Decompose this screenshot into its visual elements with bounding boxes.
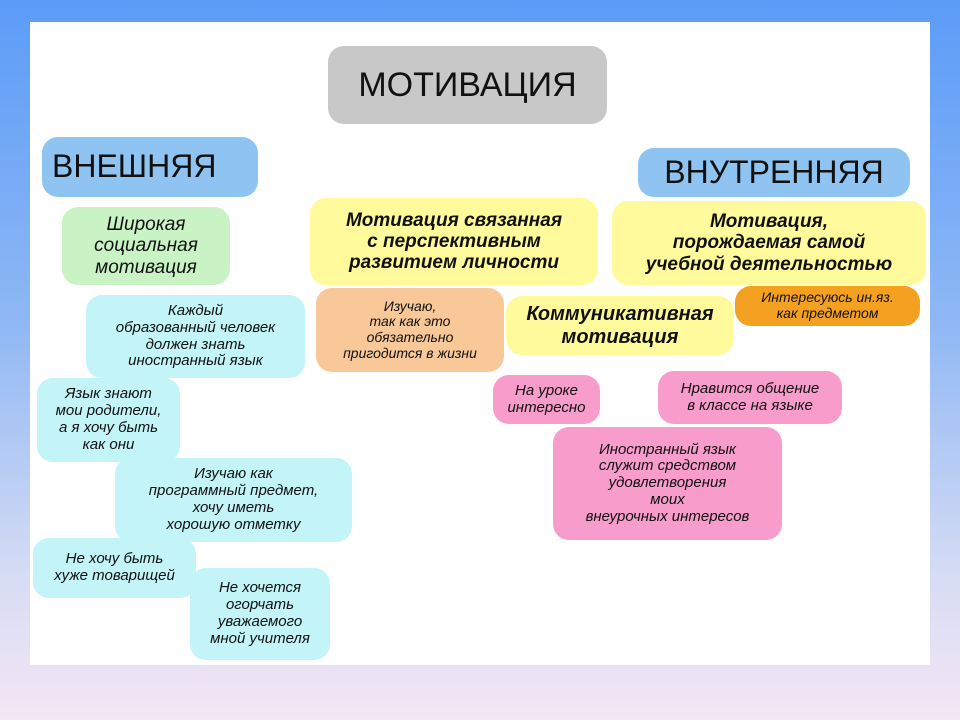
external-item: Изучаю как программный предмет, хочу име… <box>115 458 352 542</box>
perspective-motivation: Мотивация связанная с перспективным разв… <box>310 198 598 285</box>
external-heading: ВНЕШНЯЯ <box>42 137 258 197</box>
external-item: Не хочется огорчать уважаемого мной учит… <box>190 568 330 660</box>
external-item: Не хочу быть хуже товарищей <box>33 538 196 598</box>
communicative-motivation: Коммуникативная мотивация <box>506 296 734 355</box>
learning-activity-motivation: Мотивация, порождаемая самой учебной дея… <box>612 201 926 285</box>
internal-heading: ВНУТРЕННЯЯ <box>638 148 910 197</box>
external-item: Каждый образованный человек должен знать… <box>86 295 305 378</box>
pink-item: Иностранный язык служит средством удовле… <box>553 427 782 540</box>
subject-interest: Интересуюсь ин.яз. как предметом <box>735 286 920 326</box>
pink-item: На уроке интересно <box>493 375 600 424</box>
pink-item: Нравится общение в классе на языке <box>658 371 842 424</box>
broad-social-motivation: Широкая социальная мотивация <box>62 207 230 285</box>
title-box: МОТИВАЦИЯ <box>328 46 607 124</box>
external-item: Язык знают мои родители, а я хочу быть к… <box>37 378 180 462</box>
useful-in-life: Изучаю, так как это обязательно пригодит… <box>316 288 504 372</box>
